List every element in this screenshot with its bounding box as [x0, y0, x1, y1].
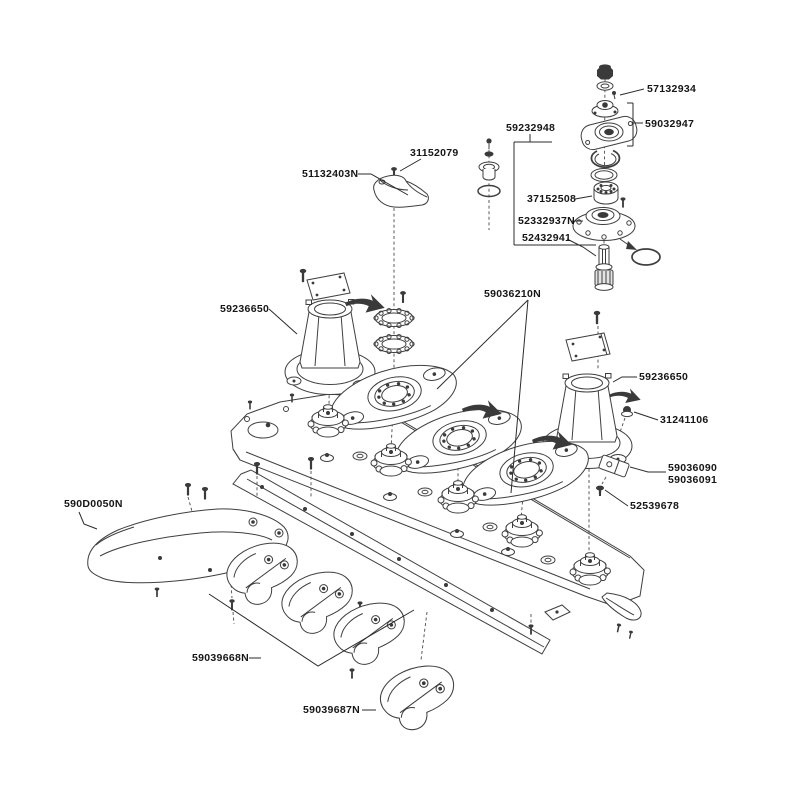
part-label-52539678: 52539678 [630, 500, 680, 512]
part-label-59236650-right: 59236650 [639, 371, 689, 383]
bar-end-pieces [528, 592, 642, 640]
part-label-52332937N: 52332937N [518, 215, 575, 227]
part-label-590D0050N: 590D0050N [64, 498, 123, 510]
right-side-hardware [596, 406, 633, 496]
part-label-31152079: 31152079 [410, 147, 459, 159]
snap-ring [590, 149, 621, 169]
part-label-37152508: 37152508 [527, 193, 577, 205]
part-label-59039668N: 59039668N [192, 652, 249, 664]
seal-ring [590, 168, 618, 182]
knife-shoe-4 [374, 659, 463, 737]
exploded-hub-column [572, 64, 661, 291]
drive-shaft [594, 244, 614, 291]
part-label-59036210N: 59036210N [484, 288, 541, 300]
part-label-59036091: 59036091 [668, 474, 718, 486]
flanged-housing [572, 207, 636, 241]
right-drum-cone [541, 310, 633, 469]
small-parts-column [477, 138, 501, 198]
bearing-housing-flange [580, 115, 638, 151]
o-ring-arrow [619, 238, 637, 250]
part-label-59039687N: 59039687N [303, 704, 360, 716]
part-label-59032947: 59032947 [645, 118, 695, 130]
set-screw [612, 91, 616, 100]
lock-nut [597, 64, 613, 80]
o-ring [631, 248, 661, 266]
left-drum-cone [284, 268, 376, 395]
front-wear-strip [232, 469, 551, 655]
part-label-57132934: 57132934 [647, 83, 697, 95]
part-label-59036090: 59036090 [668, 462, 718, 474]
part-label-52432941: 52432941 [522, 232, 572, 244]
bar-bearing-hubs [307, 404, 611, 586]
leader-lines [78, 88, 666, 711]
clamp-bracket [373, 167, 429, 208]
hub-cap [591, 100, 619, 118]
part-label-51132403N: 51132403N [302, 168, 359, 180]
washer [596, 81, 614, 91]
part-label-59232948: 59232948 [506, 122, 556, 134]
part-label-31241106: 31241106 [660, 414, 709, 426]
part-label-59236650-left: 59236650 [220, 303, 270, 315]
ball-bearing [593, 181, 619, 205]
